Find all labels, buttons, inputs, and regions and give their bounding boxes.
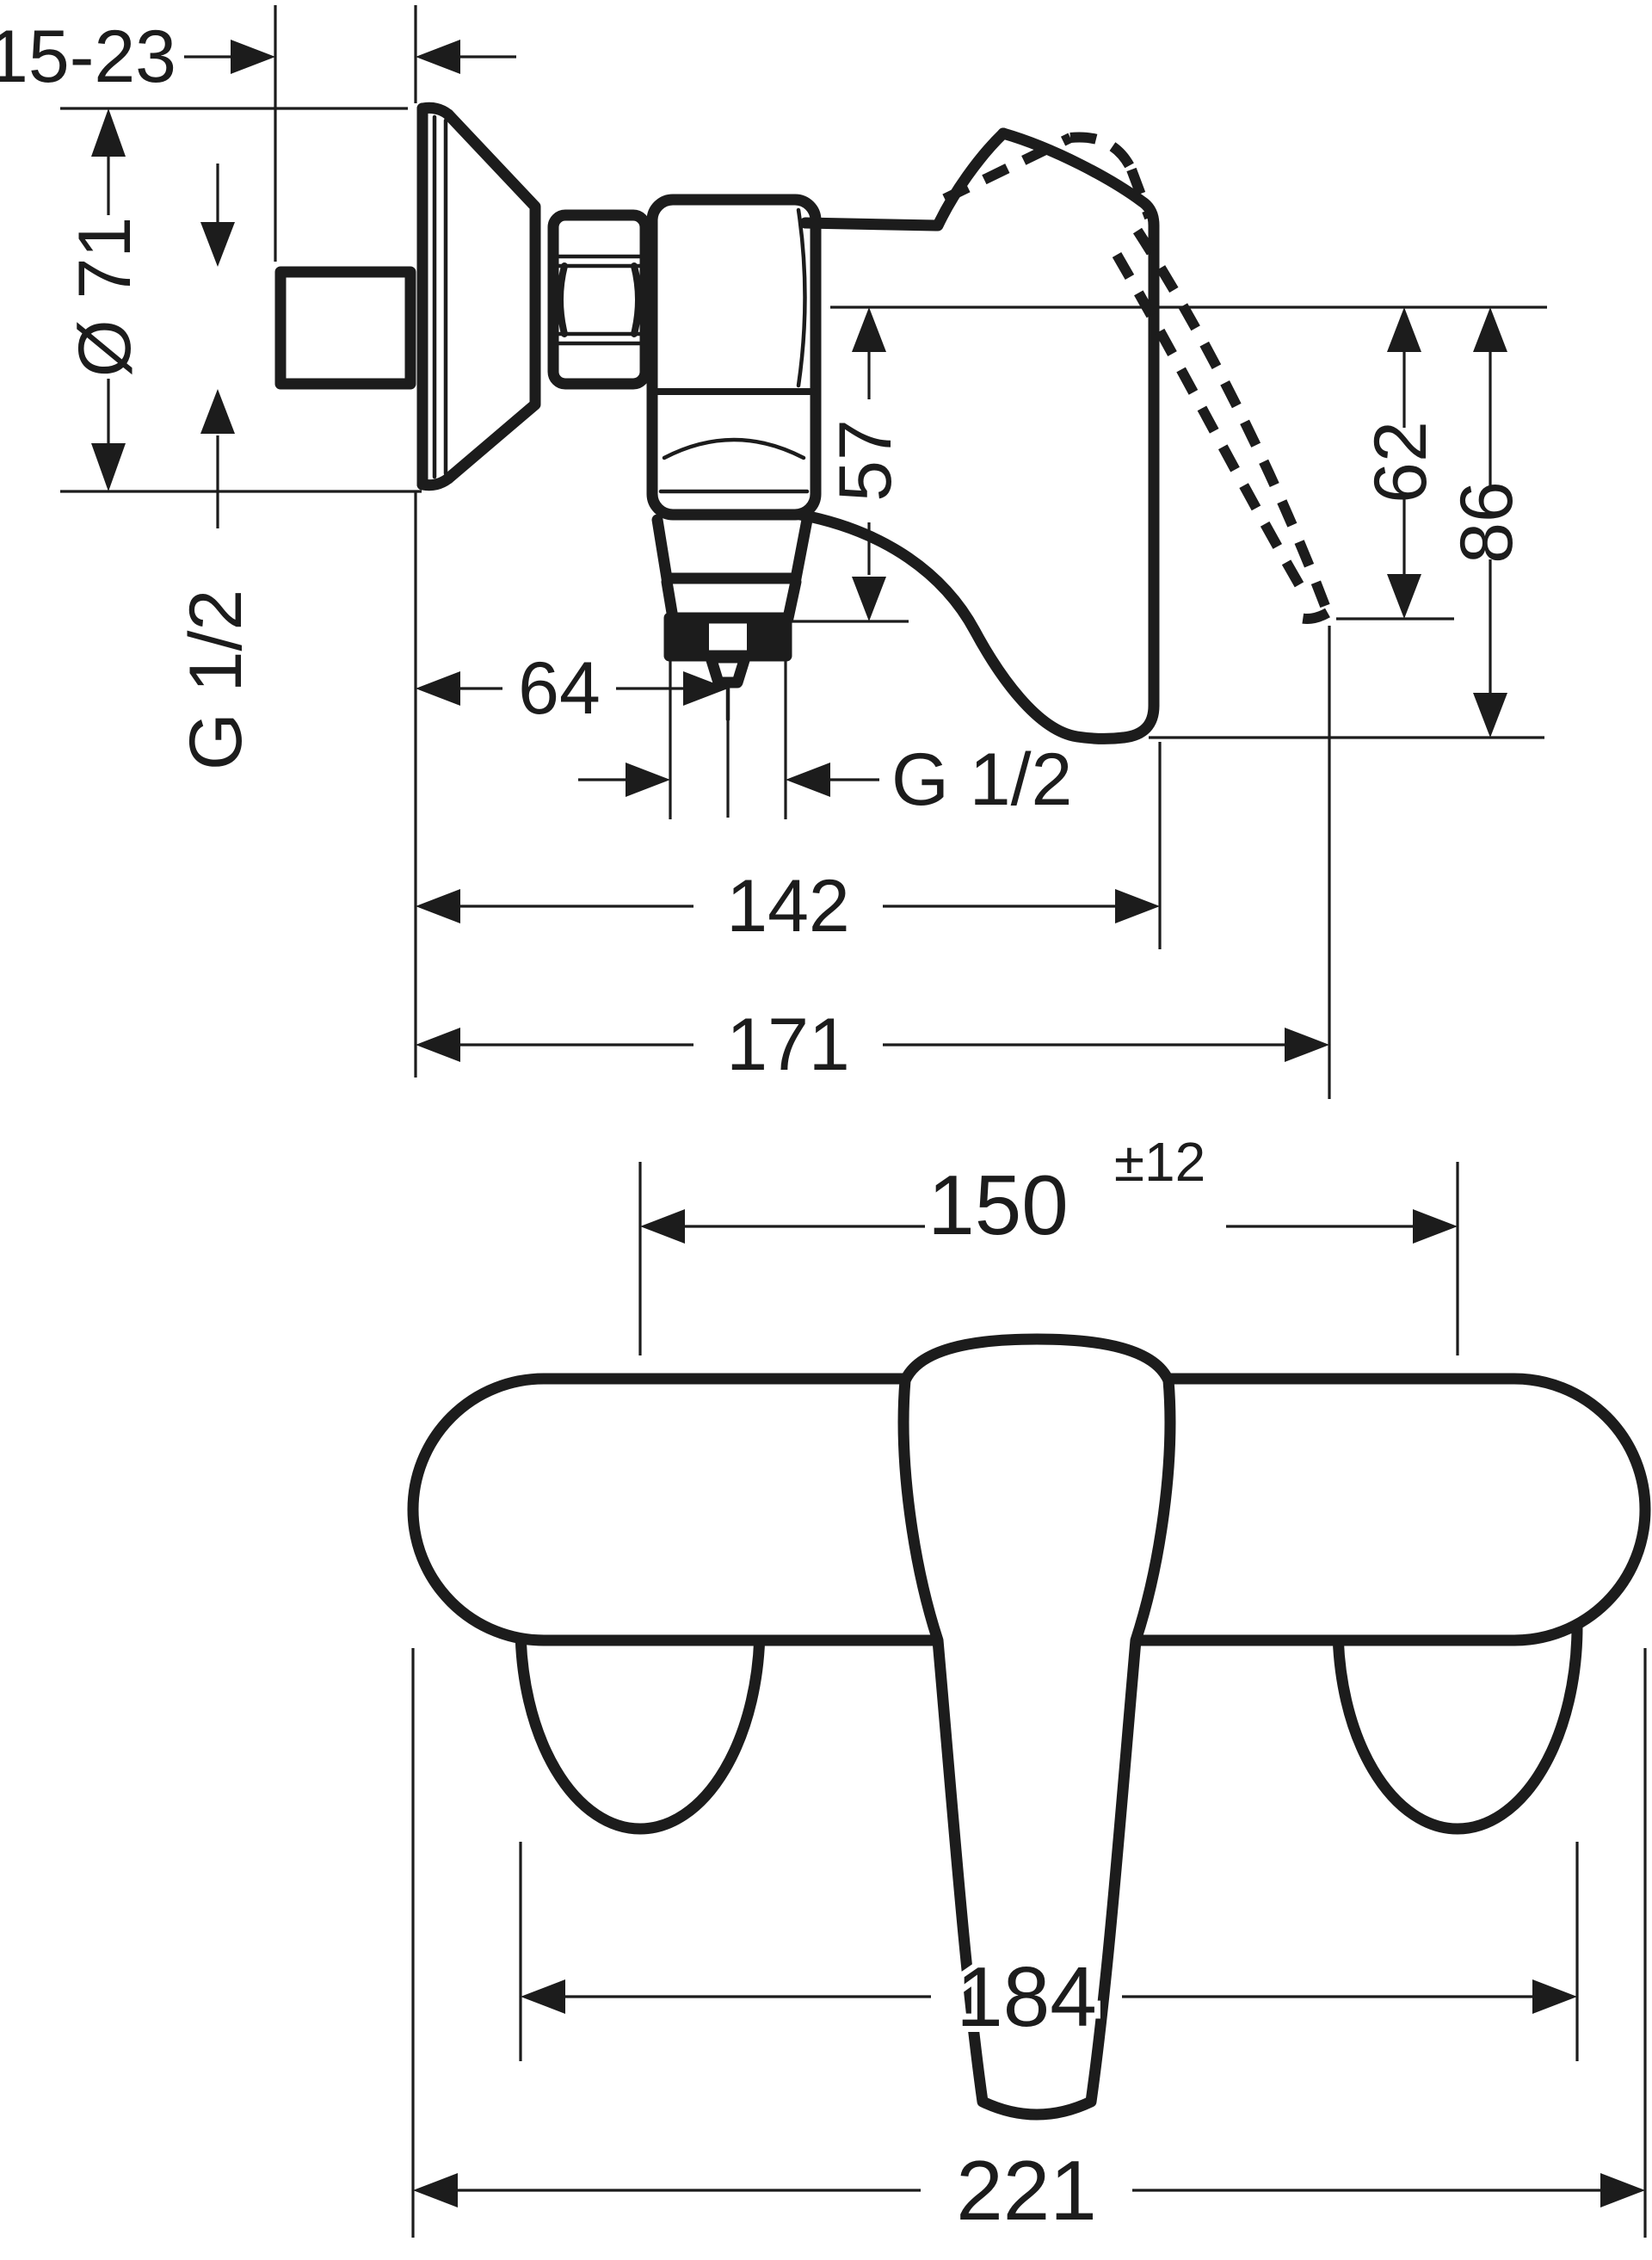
dim-outlet-thread: G 1/2: [578, 738, 1072, 821]
dim-wall-offset: 15-23: [0, 15, 516, 98]
dim-connection-distance-label: 150: [928, 1158, 1069, 1252]
arrowhead: [416, 1028, 460, 1062]
dim-total-width: 221: [411, 1648, 1647, 2238]
arrowhead: [1387, 574, 1421, 619]
arrowhead: [1473, 307, 1507, 352]
arrowhead: [1532, 1979, 1577, 2014]
arrowhead: [91, 108, 126, 157]
arrowhead: [521, 1979, 565, 2014]
dim-escutcheon-diameter-label: Ø 71: [64, 217, 146, 377]
dim-supply-thread: G 1/2: [175, 164, 257, 770]
valve-body: [646, 194, 822, 521]
arrowhead: [852, 307, 886, 352]
arrowhead: [786, 763, 830, 797]
arrowhead: [1285, 1028, 1329, 1062]
dim-wall-to-outlet: 64: [416, 647, 728, 730]
front-view: 150 ±12 184 221: [407, 1131, 1651, 2238]
dim-wall-offset-label: 15-23: [0, 15, 176, 98]
arrowhead: [1413, 1209, 1458, 1244]
nut-chamfer-arc: [631, 262, 642, 337]
dim-outlet-thread-label: G 1/2: [891, 738, 1072, 821]
dim-connection-tolerance-label: ±12: [1114, 1131, 1205, 1193]
arrowhead: [1473, 693, 1507, 738]
side-view: 15-23 Ø 71 G 1/2: [0, 5, 1547, 1099]
handle-grip-outline: [997, 127, 1160, 744]
dim-escutcheon-diameter: Ø 71: [60, 107, 422, 493]
arrowhead: [413, 2173, 458, 2208]
dim-axis-to-handle-closed-label: 86: [1446, 481, 1528, 564]
dim-wall-to-handle-front: 142: [416, 865, 1160, 948]
dim-total-projection: 171: [416, 1003, 1329, 1086]
arrowhead: [231, 40, 275, 74]
nut-chamfer-arc: [557, 262, 568, 337]
arrowhead: [852, 577, 886, 621]
dim-axis-to-outlet: 57: [781, 307, 909, 623]
escutcheon: [416, 102, 541, 491]
dim-escutcheon-span-label: 184: [956, 1949, 1097, 2044]
arrowhead: [1600, 2173, 1645, 2208]
arrowhead: [683, 671, 728, 706]
extension-lines: [274, 5, 1547, 1099]
arrowhead: [416, 40, 460, 74]
arrowhead: [416, 671, 460, 706]
dim-axis-to-outlet-label: 57: [824, 419, 907, 502]
dim-escutcheon-span: 184: [519, 1842, 1579, 2061]
handle-cap-top: [799, 217, 942, 232]
outlet-assembly: [651, 514, 813, 722]
arrowhead: [640, 1209, 685, 1244]
outlet-flange-fill: [747, 621, 783, 652]
escutcheon-cone: [442, 108, 541, 485]
body-cap-arc: [796, 207, 807, 388]
arrowhead: [1387, 307, 1421, 352]
handle-dashed: [942, 132, 1330, 624]
arrowhead: [200, 389, 235, 434]
dim-wall-to-outlet-label: 64: [518, 647, 601, 730]
arrowhead: [1115, 889, 1160, 923]
outlet-nipple: [705, 651, 751, 688]
wall-union-square: [274, 266, 416, 390]
handle-lower-sweep: [794, 509, 1130, 744]
handle-solid: [794, 127, 1160, 744]
dim-wall-to-handle-front-label: 142: [726, 865, 850, 948]
arrowhead: [91, 443, 126, 491]
dim-total-width-label: 221: [956, 2143, 1097, 2238]
handle-front: [897, 1333, 1176, 2121]
dim-connection-distance: 150 ±12: [638, 1131, 1459, 1355]
dim-axis-to-handle-open: 62: [1336, 307, 1454, 621]
dim-supply-thread-label: G 1/2: [175, 590, 257, 770]
arrowhead: [200, 222, 235, 267]
body-dome-arc: [662, 437, 806, 460]
arrowhead: [626, 763, 670, 797]
arrowhead: [416, 889, 460, 923]
handle-thumb-rise: [932, 127, 1009, 232]
dim-axis-to-handle-open-label: 62: [1359, 421, 1442, 503]
dim-axis-to-handle-closed: 86: [1149, 307, 1544, 739]
dim-total-projection-label: 171: [726, 1003, 850, 1086]
union-nut: [547, 209, 651, 390]
outlet-flange-fill: [673, 621, 709, 652]
